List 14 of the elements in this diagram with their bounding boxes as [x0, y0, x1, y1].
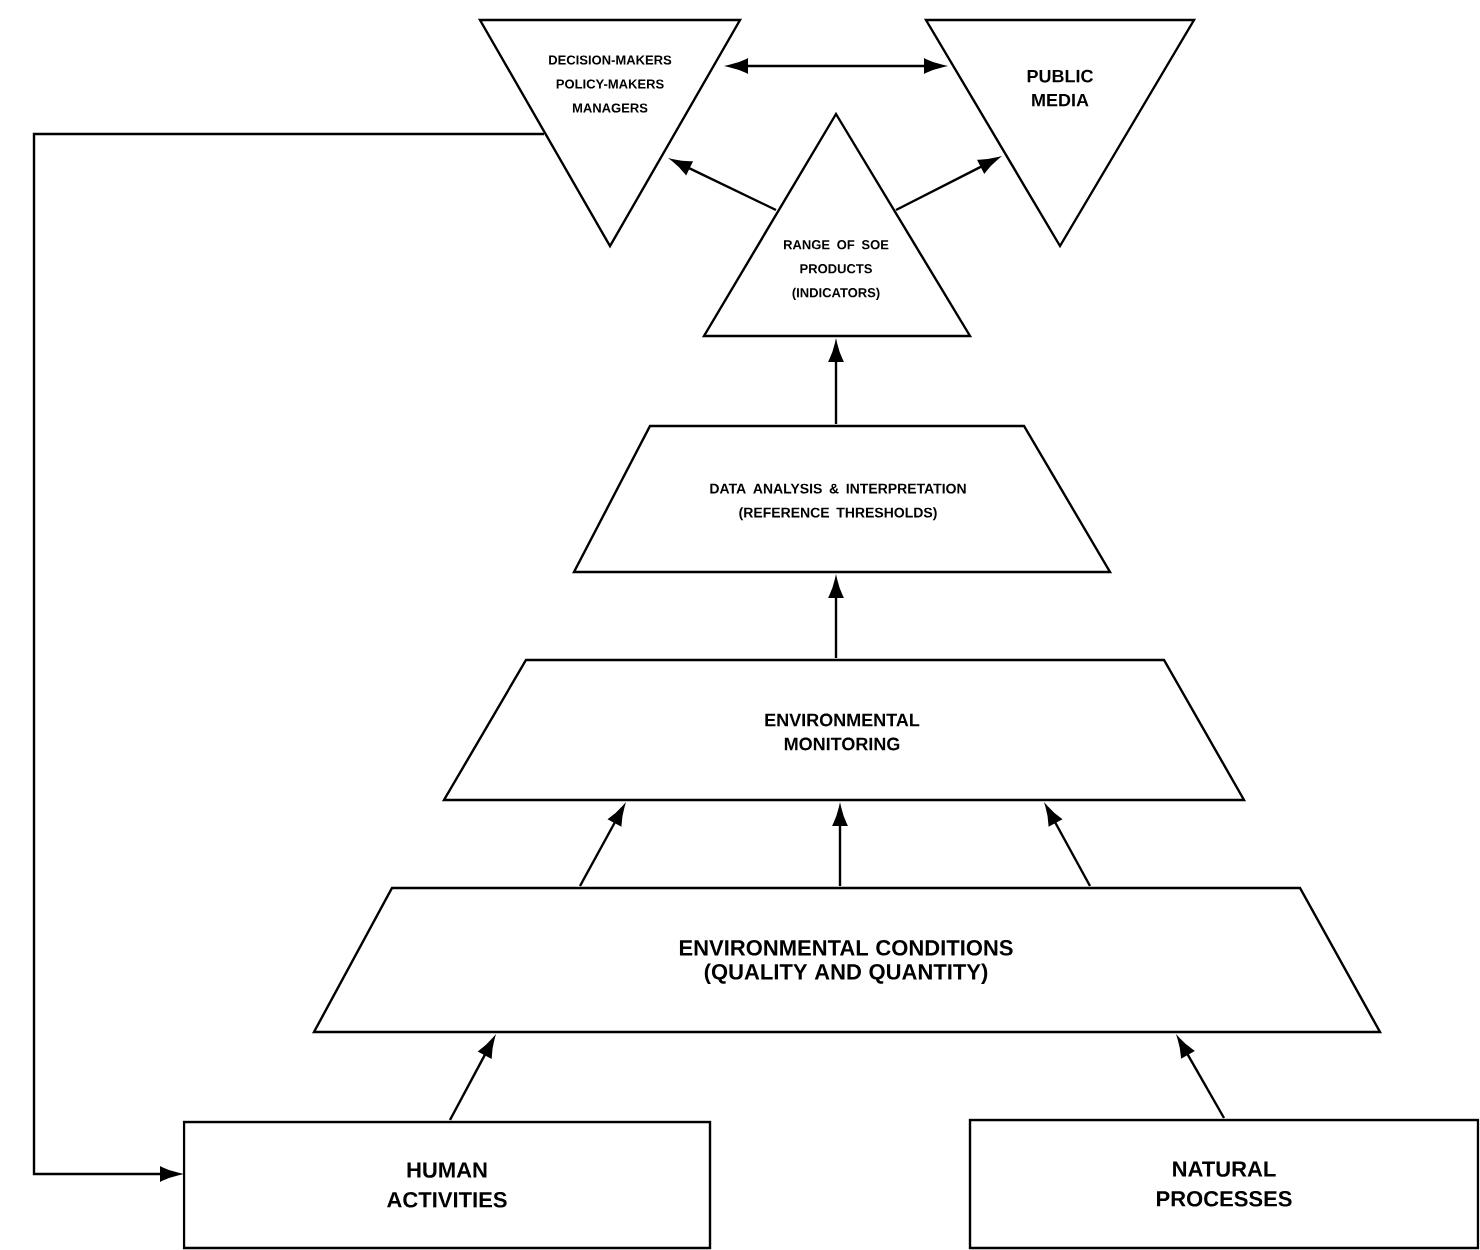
arrow: [32, 132, 544, 1182]
arrow: [1177, 1037, 1226, 1119]
arrow: [578, 805, 625, 887]
process-box: NATURAL PROCESSES: [968, 1118, 1480, 1250]
arrow: [828, 578, 844, 658]
arrow: [448, 1037, 495, 1121]
arrow: [828, 342, 844, 424]
arrow: [832, 806, 848, 886]
arrow: [1045, 805, 1092, 887]
trapezoid: ENVIRONMENTAL CONDITIONS (QUALITY AND QUANTITY): [312, 886, 1383, 1034]
arrow: [671, 159, 777, 212]
arrow: [895, 157, 999, 212]
process-box: HUMAN ACTIVITIES: [182, 1120, 712, 1250]
arrow: [728, 58, 944, 74]
